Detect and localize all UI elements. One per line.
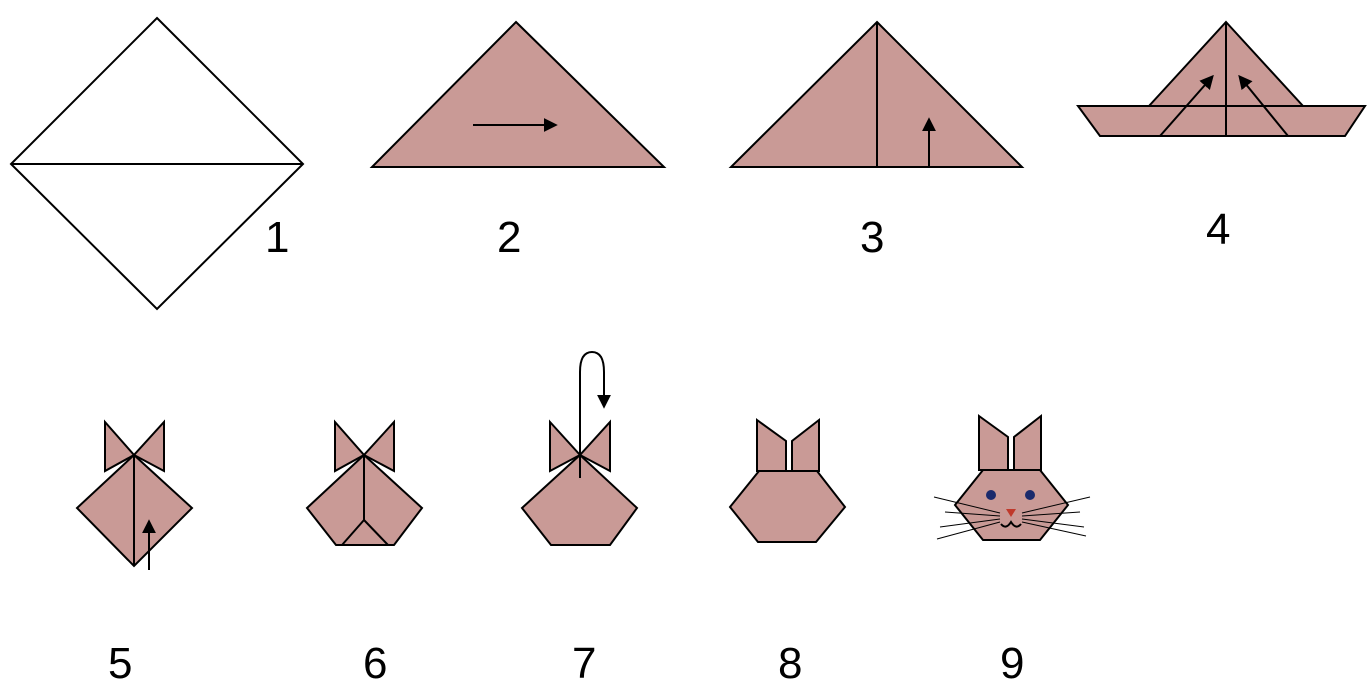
step-6-diagram <box>307 422 422 545</box>
ear-left <box>979 416 1008 470</box>
ear-right <box>792 420 819 471</box>
eye-right <box>1025 490 1035 500</box>
step-number-4: 4 <box>1206 205 1230 254</box>
eye-left <box>986 490 996 500</box>
step-5-diagram <box>77 422 192 570</box>
step-number-6: 6 <box>363 639 387 681</box>
step-number-5: 5 <box>108 639 132 681</box>
folded-triangle <box>372 22 664 167</box>
step-4-diagram <box>1078 22 1365 136</box>
step-9-diagram <box>934 416 1090 540</box>
ear-right <box>1014 416 1041 470</box>
ear-left <box>757 420 786 471</box>
step-7-diagram <box>522 352 637 545</box>
step-number-2: 2 <box>497 213 521 262</box>
step-number-7: 7 <box>572 639 596 681</box>
head-shape <box>730 471 845 542</box>
folded-base <box>1078 106 1365 136</box>
step-number-8: 8 <box>778 639 802 681</box>
step-8-diagram <box>730 420 845 542</box>
step-number-1: 1 <box>265 213 289 262</box>
step-2-diagram <box>372 22 664 167</box>
step-number-3: 3 <box>860 213 884 262</box>
step-1-diagram <box>11 18 303 309</box>
step-number-9: 9 <box>1000 639 1024 681</box>
step-3-diagram <box>731 22 1022 167</box>
